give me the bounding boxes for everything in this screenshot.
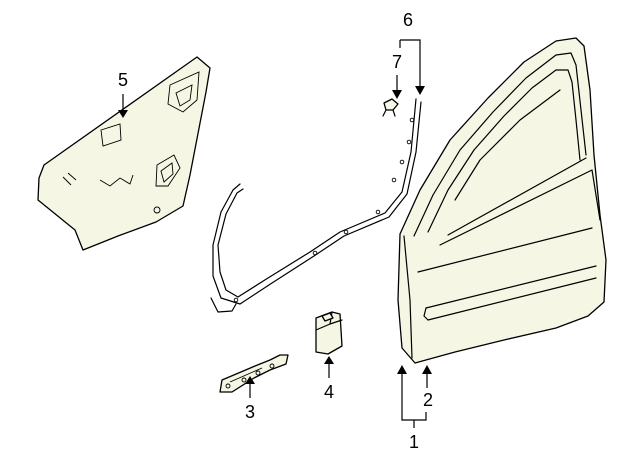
front-door-shell <box>397 37 607 364</box>
callout-2: 2 <box>423 390 433 410</box>
door-check-bracket <box>219 354 289 393</box>
callout-1: 1 <box>409 432 419 452</box>
door-module-block <box>315 311 343 355</box>
weatherstrip-clip <box>382 98 399 117</box>
callout-4: 4 <box>324 382 334 402</box>
callout-7: 7 <box>392 52 402 72</box>
callout-6: 6 <box>403 10 413 30</box>
callout-5: 5 <box>118 70 128 90</box>
callout-leaders <box>118 39 432 428</box>
callout-3: 3 <box>245 402 255 422</box>
door-weatherstrip <box>210 98 422 313</box>
door-glass <box>37 56 211 251</box>
